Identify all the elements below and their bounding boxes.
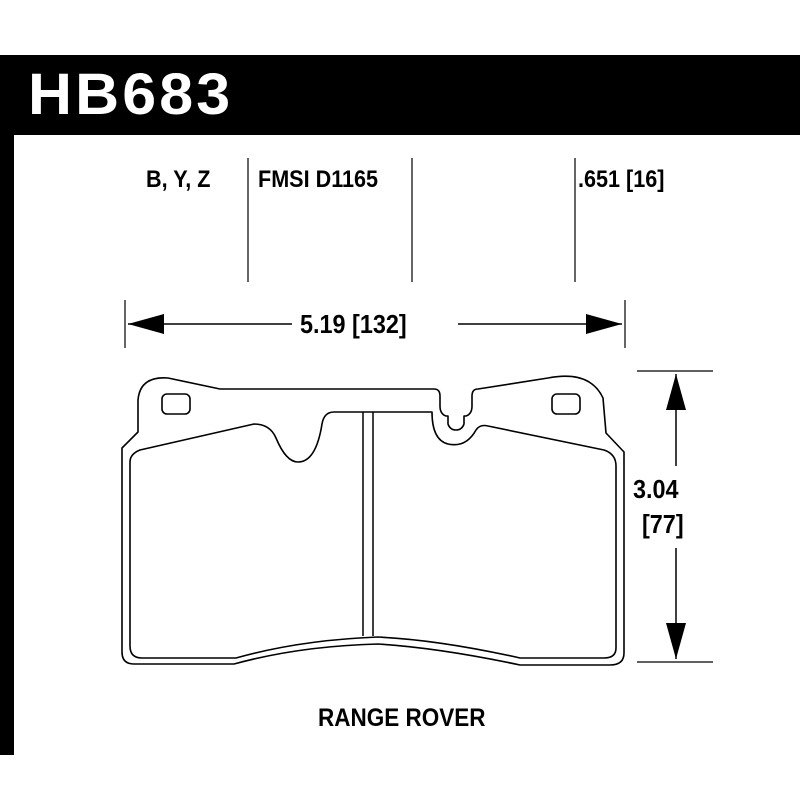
left-mounting-hole [161,393,191,415]
part-number-title: HB683 [28,62,234,127]
fmsi-number-label: FMSI D1165 [258,166,379,193]
header-band [0,55,800,135]
height-dimension-mm-label: [77] [642,509,684,539]
friction-material-outline [129,411,617,659]
left-frame-strip [0,55,14,755]
width-dimension-label: 5.19 [132] [300,309,407,339]
right-mounting-hole [551,393,581,415]
width-arrow-left [128,314,164,334]
thickness-label: .651 [16] [578,166,665,193]
compound-codes-label: B, Y, Z [146,166,211,193]
width-arrow-right [586,314,622,334]
vehicle-application-label: RANGE ROVER [318,704,486,732]
height-arrow-top [666,374,686,410]
backing-plate-outline [121,375,625,666]
height-dimension-inches-label: 3.04 [633,474,679,504]
height-arrow-bottom [666,623,686,659]
